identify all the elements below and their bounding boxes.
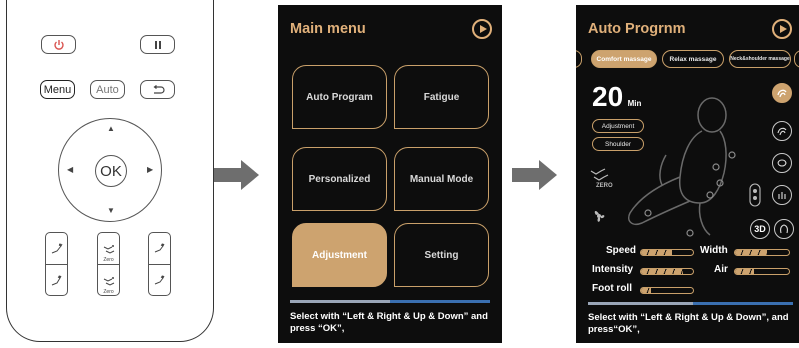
recline-up-icon[interactable] [46,233,67,265]
body-silhouette-icon [628,97,736,237]
massage-mode-4-icon[interactable] [772,185,792,205]
intensity-label: Intensity [592,264,634,275]
recline-pose-button-2[interactable] [148,232,171,296]
chip-label: Relax massage [669,55,717,63]
flow-arrow-1-head [241,160,259,190]
width-slider[interactable] [734,249,790,256]
footroll-label: Foot roll [592,283,632,294]
zero-label: ZERO [596,183,613,189]
massage-mode-2-icon[interactable] [772,121,792,141]
legrest-up-icon[interactable] [149,233,170,265]
direction-pad: ▲ ▼ ◀ ▶ OK [58,118,162,222]
tile-personalized[interactable]: Personalized [292,147,387,211]
power-button[interactable] [41,35,76,54]
hand-massage-icon[interactable] [774,219,794,239]
progress-bar-right [693,302,793,305]
recline-pose-button-1[interactable] [45,232,68,296]
instruction-text: Select with “Left & Right & Up & Down” a… [290,311,488,334]
flow-arrow-2 [512,168,540,182]
chip-relax-massage[interactable]: Relax massage [662,50,724,68]
tile-fatigue[interactable]: Fatigue [394,65,489,129]
zero-gravity-button[interactable]: Zero Zero [97,232,120,296]
flow-arrow-2-head [539,160,557,190]
tile-manual-mode[interactable]: Manual Mode [394,147,489,211]
tile-setting[interactable]: Setting [394,223,489,287]
menu-button[interactable]: Menu [40,80,75,99]
menu-label: Menu [43,83,72,96]
massage-mode-3-icon[interactable] [772,153,792,173]
back-arrow-icon [153,84,165,94]
intensity-slider[interactable] [640,268,694,275]
remote-control: Menu Auto ▲ ▼ ◀ ▶ OK Zero Zero [6,0,214,342]
time-value: 20 [592,81,624,112]
chip-prev[interactable] [576,50,582,68]
tile-adjustment[interactable]: Adjustment [292,223,387,287]
footroll-slider[interactable] [640,287,694,294]
chip-next[interactable] [794,50,799,68]
chip-comfort-massage[interactable]: Comfort massage [591,50,657,68]
zero-label-1: Zero [103,257,114,263]
main-menu-screen: Main menu Auto Program Fatigue Personali… [278,5,502,343]
massage-mode-1-icon[interactable] [772,83,792,103]
tile-auto-program[interactable]: Auto Program [292,65,387,129]
shoulder-button[interactable]: Shoulder [592,137,644,151]
zero-gravity-2-icon[interactable]: Zero [98,265,119,296]
up-arrow-button[interactable]: ▲ [107,124,115,133]
width-label: Width [700,245,728,256]
pause-button[interactable] [140,35,175,54]
tile-label: Fatigue [423,91,460,103]
page-title: Main menu [290,21,366,37]
zero-label-2: Zero [103,289,114,295]
mode-3d-button[interactable]: 3D [750,219,770,239]
instruction-text: Select with “Left & Right & Up & Down”, … [588,312,789,335]
down-arrow-button[interactable]: ▼ [107,206,115,215]
left-arrow-button[interactable]: ◀ [67,165,74,174]
zero-gravity-icon[interactable] [590,165,610,181]
mode-3d-label: 3D [754,224,766,234]
adjustment-button[interactable]: Adjustment [592,119,644,133]
power-icon [53,39,64,50]
footroll-fill [641,288,652,293]
time-unit: Min [627,99,642,108]
ok-button[interactable]: OK [95,155,127,187]
progress-bar-right [390,300,490,303]
speed-fill [641,250,673,255]
fan-icon[interactable] [590,207,610,225]
pause-icon [154,40,161,49]
tile-label: Adjustment [312,249,367,261]
tile-label: Manual Mode [409,173,474,185]
air-slider[interactable] [734,268,790,275]
intensity-fill [641,269,683,274]
tile-label: Auto Program [306,91,373,103]
width-fill [735,250,768,255]
speed-label: Speed [606,245,637,256]
play-icon[interactable] [772,19,792,39]
play-icon[interactable] [472,19,492,39]
back-rollers-icon[interactable] [748,183,762,207]
air-label: Air [714,264,728,275]
page-title: Auto Progrnm [588,21,686,37]
ok-label: OK [100,162,122,180]
auto-button[interactable]: Auto [90,80,125,99]
back-button[interactable] [140,80,175,99]
right-arrow-button[interactable]: ▶ [147,165,154,174]
chip-label: Neck&shoulder massage [730,56,790,62]
time-display: 20 Min [592,81,641,113]
speed-slider[interactable] [640,249,694,256]
chip-neck-shoulder-massage[interactable]: Neck&shoulder massage [729,50,791,68]
zero-gravity-1-icon[interactable]: Zero [98,233,119,265]
tile-label: Setting [424,249,459,261]
air-fill [735,269,754,274]
chip-label: Comfort massage [596,55,652,63]
recline-down-icon[interactable] [46,265,67,296]
shoulder-label: Shoulder [604,140,632,148]
adjustment-label: Adjustment [601,122,635,130]
progress-bar-left [290,300,390,303]
flow-arrow-1 [214,168,242,182]
auto-label: Auto [96,83,119,96]
legrest-down-icon[interactable] [149,265,170,296]
auto-program-screen: Auto Progrnm Comfort massage Relax massa… [576,5,799,343]
tile-label: Personalized [308,173,371,185]
progress-bar-left [588,302,693,305]
